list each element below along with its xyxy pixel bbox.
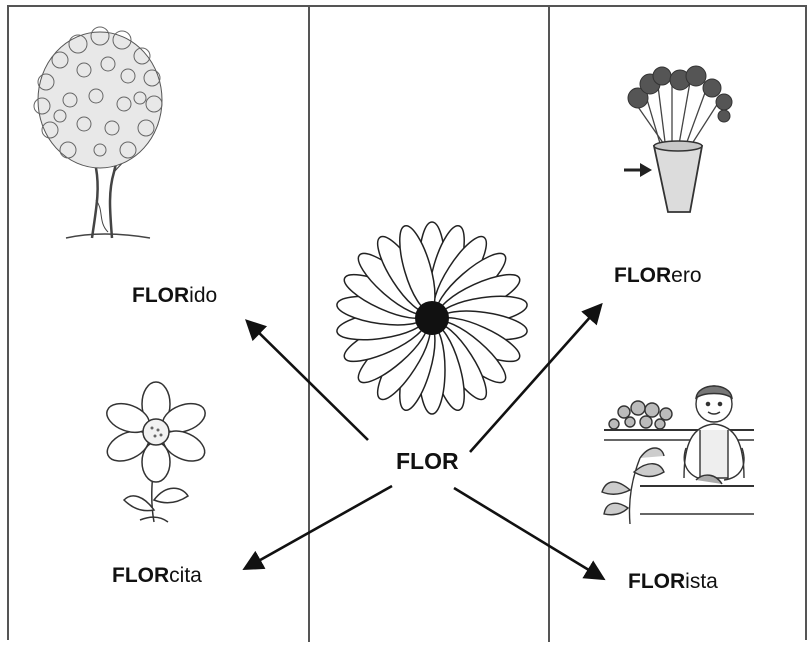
- word-root: FLOR: [628, 570, 685, 593]
- word-florero: FLORero: [614, 264, 702, 288]
- daisy-icon: [335, 222, 529, 414]
- word-suffix: cita: [169, 564, 202, 587]
- word-root: FLOR: [112, 564, 169, 587]
- word-root: FLOR: [132, 284, 189, 307]
- tree-icon: [34, 27, 162, 238]
- arrow-to-florcita: [246, 486, 392, 568]
- arrow-to-florista: [454, 488, 602, 578]
- daisy-center: [415, 301, 449, 335]
- small-flower-icon: [103, 382, 210, 522]
- word-florista: FLORista: [628, 570, 718, 594]
- word-root: FLOR: [614, 264, 671, 287]
- word-florido: FLORido: [132, 284, 217, 308]
- word-suffix: ido: [189, 284, 217, 307]
- florist-person-icon: [602, 386, 754, 524]
- center-root-word: FLOR: [396, 448, 459, 475]
- word-suffix: ista: [685, 570, 718, 593]
- flower-vase-icon: [624, 66, 732, 212]
- word-florcita: FLORcita: [112, 564, 202, 588]
- word-suffix: ero: [671, 264, 701, 287]
